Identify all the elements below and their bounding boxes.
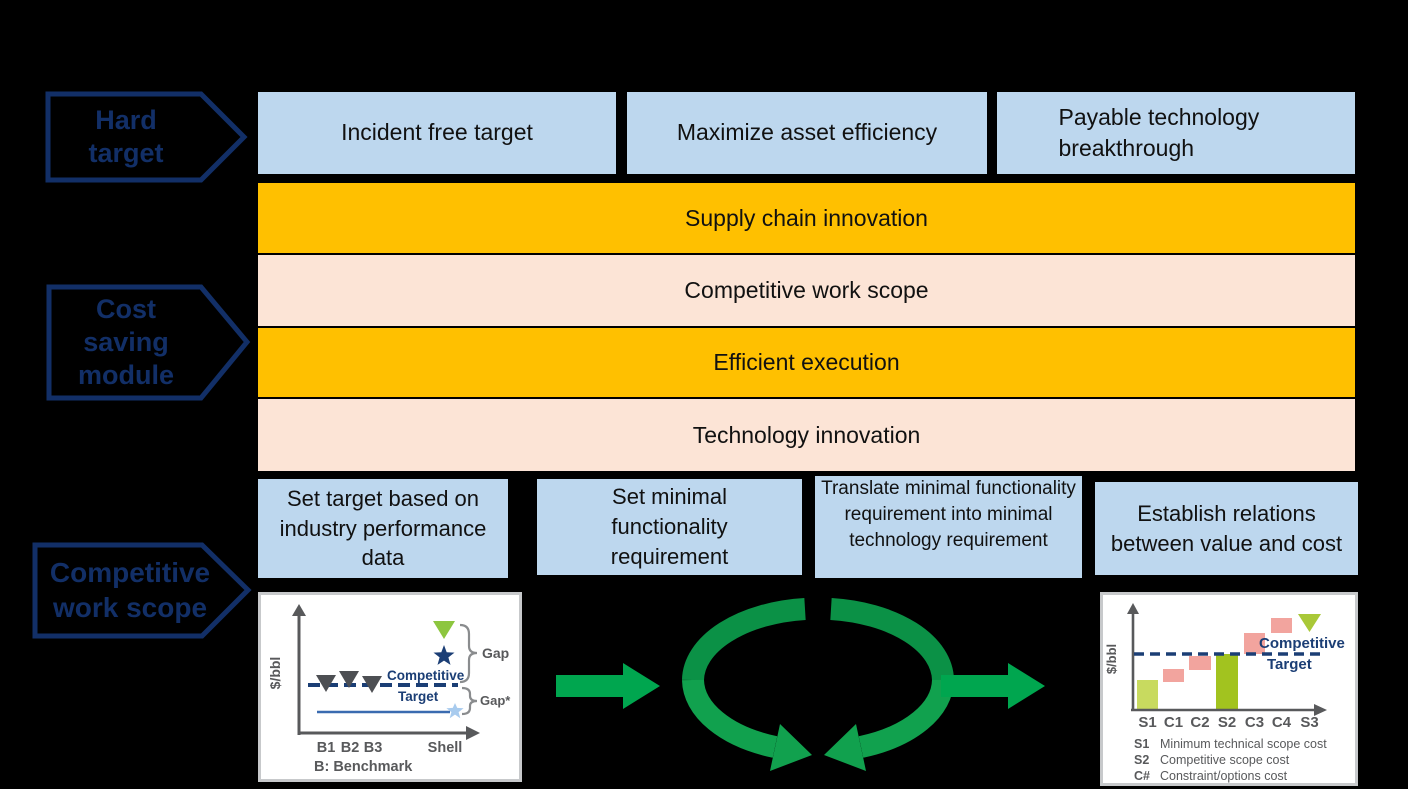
benchmark-note: B: Benchmark: [314, 759, 413, 775]
legend-key-s1: S1: [1134, 737, 1149, 751]
navy-star-icon: [433, 645, 455, 665]
tick-c1: C1: [1164, 714, 1183, 731]
hard-target-box-3-text: Payable technology breakthrough: [1058, 103, 1260, 161]
x-axis-arrow-icon: [1314, 704, 1327, 716]
tick-c2: C2: [1190, 714, 1209, 731]
y-axis-arrow-icon: [292, 604, 306, 616]
bar-c3: [1244, 633, 1265, 654]
shell-current-triangle: [433, 621, 455, 639]
step-box-2-text: Set minimal functionality requirement: [610, 484, 729, 569]
bar-c1: [1163, 669, 1184, 682]
legend-text-s2: Competitive scope cost: [1160, 753, 1290, 767]
benchmark-triangle-b3: [362, 676, 382, 693]
tick-shell: Shell: [428, 740, 463, 756]
hard-target-box-3: Payable technology breakthrough: [997, 92, 1355, 174]
bar-c2: [1189, 656, 1211, 670]
waterfall-chart-panel: $/bbl Competitive Target S1 C1 C2 S2 C3 …: [1100, 592, 1358, 786]
module-bar-supply-chain: Supply chain innovation: [258, 183, 1355, 253]
benchmark-chart-panel: $/bbl Competitive Target Gap Gap* B1 B2 …: [258, 592, 522, 782]
module-bar-competitive-work-scope: Competitive work scope: [258, 255, 1355, 326]
chevron-arrow-icon: [46, 284, 251, 401]
gap-star-brace-icon: [461, 686, 478, 716]
gap-star-label: Gap*: [480, 693, 511, 708]
target-label-bottom: Target: [398, 689, 439, 704]
legend-text-c: Constraint/options cost: [1160, 769, 1288, 783]
gap-brace-icon: [459, 623, 478, 684]
hard-target-box-1: Incident free target: [258, 92, 616, 174]
legend-key-c: C#: [1134, 769, 1150, 783]
tick-b1: B1: [317, 740, 336, 756]
tick-b3: B3: [364, 740, 383, 756]
legend-text-s1: Minimum technical scope cost: [1160, 737, 1327, 751]
target-label-top: Competitive: [387, 668, 465, 683]
cycle-arrowhead-left: [770, 724, 812, 771]
y-axis-label: $/bbl: [267, 657, 283, 690]
step-box-3: Translate minimal functionality requirem…: [815, 476, 1082, 578]
bar-s1: [1137, 680, 1158, 710]
hard-target-arrow: Hard target: [45, 91, 248, 183]
x-axis-arrow-icon: [466, 726, 480, 740]
tick-c4: C4: [1272, 714, 1292, 731]
benchmark-triangle-b2: [339, 671, 359, 688]
target-label-top: Competitive: [1259, 635, 1345, 652]
cost-saving-module-arrow: Cost saving module: [46, 284, 251, 401]
step-box-4: Establish relations between value and co…: [1095, 482, 1358, 575]
tick-s2: S2: [1218, 714, 1236, 731]
competitive-work-scope-arrow: Competitive work scope: [32, 542, 252, 639]
hard-target-label: Hard target: [88, 105, 164, 168]
marker-s3-triangle: [1298, 614, 1321, 632]
chevron-arrow-icon: [45, 91, 248, 183]
lightblue-star-icon: [446, 703, 464, 719]
iteration-cycle-icon: [682, 598, 954, 771]
step-box-2: Set minimal functionality requirement: [537, 479, 802, 575]
module-bar-efficient-execution: Efficient execution: [258, 328, 1355, 397]
waterfall-chart: $/bbl Competitive Target S1 C1 C2 S2 C3 …: [1104, 603, 1345, 783]
benchmark-chart: $/bbl Competitive Target Gap Gap* B1 B2 …: [267, 604, 511, 775]
flow-arrow-left-icon: [556, 663, 660, 709]
cost-saving-module-label: Cost saving module: [77, 294, 174, 390]
module-bar-technology-innovation: Technology innovation: [258, 399, 1355, 471]
tick-b2: B2: [341, 740, 360, 756]
flow-arrow-right-icon: [941, 663, 1045, 709]
y-axis-label: $/bbl: [1104, 644, 1119, 674]
tick-s1: S1: [1138, 714, 1156, 731]
tick-s3: S3: [1300, 714, 1318, 731]
hard-target-box-2: Maximize asset efficiency: [627, 92, 987, 174]
chevron-arrow-icon: [32, 542, 252, 639]
step-box-1: Set target based on industry performance…: [258, 479, 508, 578]
target-label-bottom: Target: [1267, 656, 1312, 673]
tick-c3: C3: [1245, 714, 1264, 731]
legend-key-s2: S2: [1134, 753, 1149, 767]
y-axis-arrow-icon: [1127, 603, 1139, 614]
bar-c4: [1271, 618, 1292, 633]
gap-label: Gap: [482, 645, 509, 661]
bar-s2: [1216, 654, 1238, 710]
competitive-work-scope-label: Competitive work scope: [49, 557, 211, 623]
benchmark-triangle-b1: [316, 675, 336, 692]
cycle-arrowhead-right: [824, 724, 866, 771]
